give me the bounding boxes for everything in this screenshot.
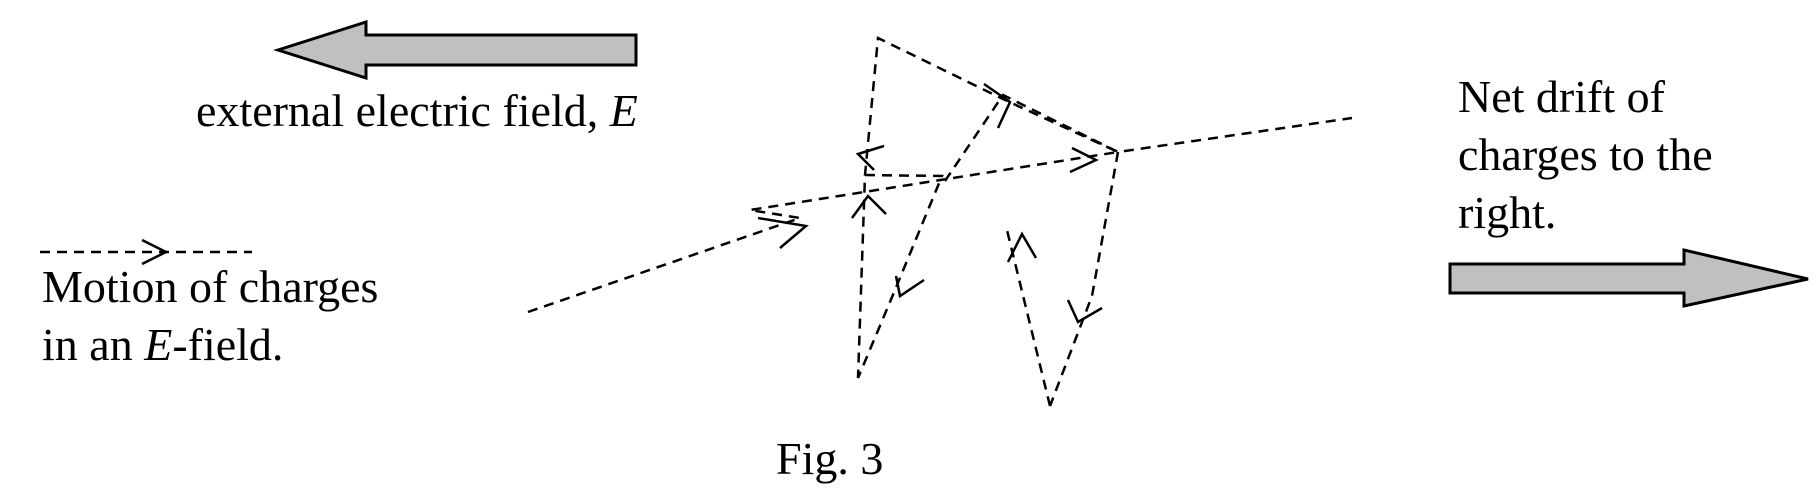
legend-label: Motion of charges in an E-field. <box>42 258 378 374</box>
arrowhead-2 <box>1069 146 1099 174</box>
charge-trajectory <box>527 36 1353 407</box>
legend-line-2-pre: in an <box>42 319 145 370</box>
arrowhead-7 <box>1006 231 1038 263</box>
arrowhead-6 <box>894 275 925 299</box>
electric-field-arrow <box>273 19 638 81</box>
net-drift-arrow <box>1448 248 1809 308</box>
legend-dashed-arrow <box>40 238 252 266</box>
drift-line-3: right. <box>1458 187 1557 238</box>
legend-line-2: in an E-field. <box>42 316 378 374</box>
legend-symbol: E <box>144 319 173 370</box>
arrowhead-5 <box>850 194 887 219</box>
field-label: external electric field, E <box>196 82 638 140</box>
arrowhead-1 <box>757 216 809 249</box>
arrowhead-3 <box>983 82 1012 129</box>
legend-line-2-post: -field. <box>172 319 284 370</box>
trajectory-arrowheads <box>757 82 1103 324</box>
drift-label: Net drift of charges to the right. <box>1458 68 1713 242</box>
drift-line-2: charges to the <box>1458 129 1713 180</box>
field-symbol: E <box>609 85 638 136</box>
drift-line-1: Net drift of <box>1458 71 1665 122</box>
field-label-text: external electric field, <box>196 85 610 136</box>
arrowhead-4 <box>855 144 885 171</box>
figure-caption: Fig. 3 <box>776 433 884 484</box>
arrowhead-8 <box>1066 299 1103 324</box>
legend-line-1: Motion of charges <box>42 261 379 312</box>
